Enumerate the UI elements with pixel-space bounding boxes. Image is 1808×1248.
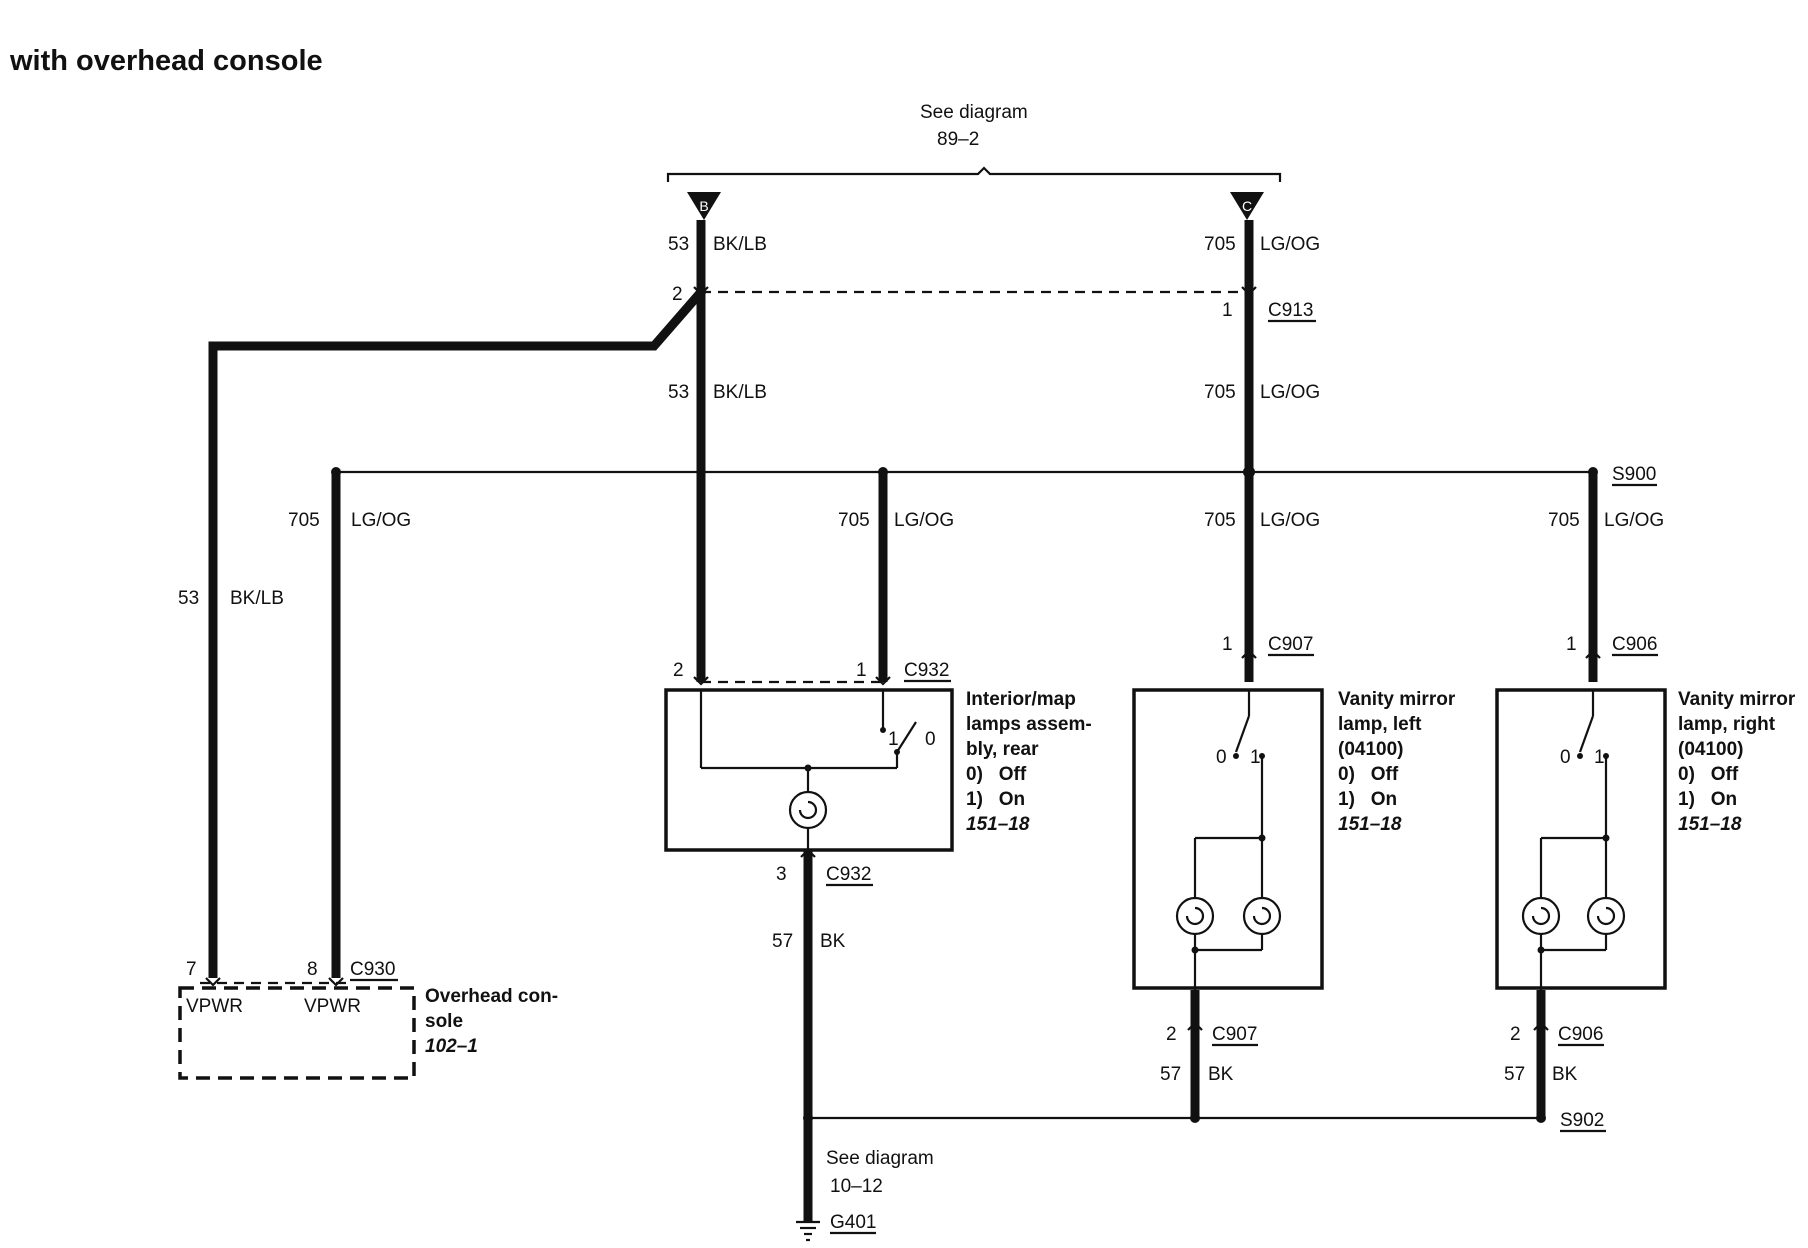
vanity-right-switch-1: 1 [1594,747,1605,768]
svg-text:C: C [1242,198,1252,214]
interior-lamp-internal [699,690,917,850]
vanity-right-switch-0: 0 [1560,747,1571,768]
right-57-color: BK [1552,1064,1578,1085]
c932-bottom-pin: 3 [776,864,787,885]
vanity-right-state-1: 1) On [1678,789,1737,810]
c906-top-label: C906 [1612,634,1657,655]
console-705-circuit: 705 [288,510,320,531]
c932-top-label: C932 [904,660,949,681]
left-57-color: BK [1208,1064,1234,1085]
left-705-color: LG/OG [1260,510,1320,531]
g401-label: G401 [830,1212,876,1233]
vanity-left-switch-0: 0 [1216,747,1227,768]
console-705-color: LG/OG [351,510,411,531]
vanity-left-state-0: 0) Off [1338,764,1399,785]
b-circuit-mid: 53 [668,382,689,403]
left-57-circuit: 57 [1160,1064,1181,1085]
right-57-circuit: 57 [1504,1064,1525,1085]
c913-pin: 1 [1222,300,1233,321]
c906-top-pin: 1 [1566,634,1577,655]
interior-705-color: LG/OG [894,510,954,531]
ground-ref-line2: 10–12 [830,1176,883,1197]
vanity-right-box [1495,688,1667,990]
vanity-left-internal [1175,690,1282,990]
connector-b: B [687,192,721,220]
c906-bottom-pin: 2 [1510,1024,1521,1045]
c-color-mid: LG/OG [1260,382,1320,403]
overhead-ref: 102–1 [425,1036,478,1057]
b-circuit-top: 53 [668,234,689,255]
overhead-console-box [178,986,416,1080]
pin-b-2: 2 [672,284,683,305]
vanity-right-name-1: Vanity mirror [1678,689,1796,710]
splice-dots [331,287,1598,1123]
vanity-left-box [1132,688,1324,990]
b-color-top: BK/LB [713,234,767,255]
ground-ref-line1: See diagram [826,1148,934,1169]
top-ref-line2: 89–2 [937,129,979,150]
overhead-name-1: Overhead con- [425,986,558,1007]
vanity-left-name-3: (04100) [1338,739,1404,760]
vanity-left-switch-1: 1 [1250,747,1261,768]
top-bracket [666,166,1282,182]
vanity-left-state-1: 1) On [1338,789,1397,810]
interior-state-1: 1) On [966,789,1025,810]
vanity-right-name-2: lamp, right [1678,714,1776,735]
interior-705-circuit: 705 [838,510,870,531]
console-53-color: BK/LB [230,588,284,609]
c932-pin-1: 1 [856,660,867,681]
c907-top-pin: 1 [1222,634,1233,655]
interior-ref: 151–18 [966,814,1030,835]
c-circuit-mid: 705 [1204,382,1236,403]
vanity-left-name-2: lamp, left [1338,714,1422,735]
wire-53-bklb-console [208,289,705,978]
vanity-right-name-3: (04100) [1678,739,1744,760]
console-vpwr-a: VPWR [186,996,243,1017]
top-ref-line1: See diagram [920,102,1028,123]
c906-bottom-label: C906 [1558,1024,1603,1045]
interior-name-3: bly, rear [966,739,1039,760]
c932-bottom-label: C932 [826,864,871,885]
ground-57-color: BK [820,931,846,952]
svg-text:B: B [699,198,708,214]
c930-label: C930 [350,959,395,980]
left-705-circuit: 705 [1204,510,1236,531]
b-color-mid: BK/LB [713,382,767,403]
s902-label: S902 [1560,1110,1604,1131]
overhead-name-2: sole [425,1011,463,1032]
connector-c: C [1230,192,1264,220]
vanity-right-ref: 151–18 [1678,814,1742,835]
interior-state-0: 0) Off [966,764,1027,785]
vanity-right-state-0: 0) Off [1678,764,1739,785]
console-vpwr-b: VPWR [304,996,361,1017]
c913-label: C913 [1268,300,1313,321]
interior-switch-0: 0 [925,729,936,750]
c930-pin-7: 7 [186,959,197,980]
right-705-color: LG/OG [1604,510,1664,531]
ground-57-circuit: 57 [772,931,793,952]
vanity-left-name-1: Vanity mirror [1338,689,1456,710]
diagram-title: with overhead console [9,45,323,77]
ground-icon [796,1220,820,1242]
interior-name-2: lamps assem- [966,714,1092,735]
right-705-circuit: 705 [1548,510,1580,531]
c932-pin-2: 2 [673,660,684,681]
pin-chevrons [205,286,1601,1031]
c907-bottom-label: C907 [1212,1024,1257,1045]
c930-pin-8: 8 [307,959,318,980]
c907-top-label: C907 [1268,634,1313,655]
interior-name-1: Interior/map [966,689,1076,710]
interior-switch-1: 1 [888,729,899,750]
c-circuit-top: 705 [1204,234,1236,255]
s900-label: S900 [1612,464,1656,485]
c907-bottom-pin: 2 [1166,1024,1177,1045]
c-color-top: LG/OG [1260,234,1320,255]
console-53-circuit: 53 [178,588,199,609]
vanity-left-ref: 151–18 [1338,814,1402,835]
